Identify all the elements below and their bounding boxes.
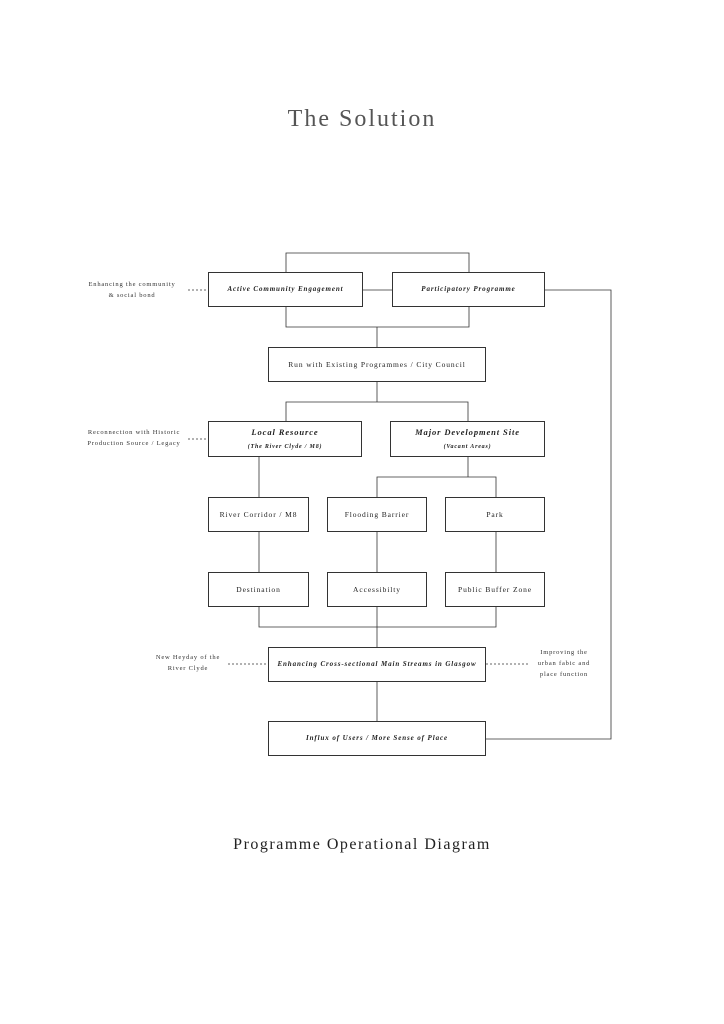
box-label: Destination bbox=[236, 585, 281, 594]
page-title: The Solution bbox=[287, 106, 437, 132]
box-cross-sectional: Enhancing Cross-sectional Main Streams i… bbox=[268, 647, 486, 682]
box-label: Public Buffer Zone bbox=[458, 585, 532, 594]
box-label: Enhancing Cross-sectional Main Streams i… bbox=[277, 660, 477, 669]
bottom-merge-line bbox=[258, 607, 497, 628]
major-branch-line bbox=[376, 476, 497, 497]
box-label: Run with Existing Programmes / City Coun… bbox=[288, 360, 466, 369]
box-participatory-programme: Participatory Programme bbox=[392, 272, 545, 307]
box-label: Influx of Users / More Sense of Place bbox=[306, 734, 448, 743]
note-community: Enhancing the community& social bond bbox=[88, 281, 176, 299]
box-destination: Destination bbox=[208, 572, 309, 607]
box-local-resource: Local Resource (The River Clyde / M8) bbox=[208, 421, 362, 457]
diagram-caption: Programme Operational Diagram bbox=[233, 836, 491, 853]
box-label: Flooding Barrier bbox=[344, 510, 410, 519]
box-active-community-engagement: Active Community Engagement bbox=[208, 272, 363, 307]
box-park: Park bbox=[445, 497, 545, 532]
box-accessibility: Accessibilty bbox=[327, 572, 427, 607]
box-river-corridor: River Corridor / M8 bbox=[208, 497, 309, 532]
box-title: Local Resource bbox=[251, 427, 319, 438]
box-label: Accessibilty bbox=[353, 585, 401, 594]
box-label: Active Community Engagement bbox=[227, 285, 344, 294]
top-merge-line bbox=[285, 307, 470, 328]
top-bracket-line bbox=[285, 252, 470, 272]
box-title: Major Development Site bbox=[415, 427, 520, 438]
box-existing-programmes: Run with Existing Programmes / City Coun… bbox=[268, 347, 486, 382]
box-label: River Corridor / M8 bbox=[219, 510, 298, 519]
box-subtitle: (The River Clyde / M8) bbox=[247, 443, 323, 450]
box-subtitle: (Vacant Areas) bbox=[443, 443, 492, 450]
box-public-buffer-zone: Public Buffer Zone bbox=[445, 572, 545, 607]
box-label: Participatory Programme bbox=[421, 285, 516, 294]
box-flooding-barrier: Flooding Barrier bbox=[327, 497, 427, 532]
box-label: Park bbox=[486, 510, 504, 519]
feedback-loop-line bbox=[486, 289, 612, 740]
box-influx-of-users: Influx of Users / More Sense of Place bbox=[268, 721, 486, 756]
box-major-development-site: Major Development Site (Vacant Areas) bbox=[390, 421, 545, 457]
split-line bbox=[285, 401, 469, 421]
